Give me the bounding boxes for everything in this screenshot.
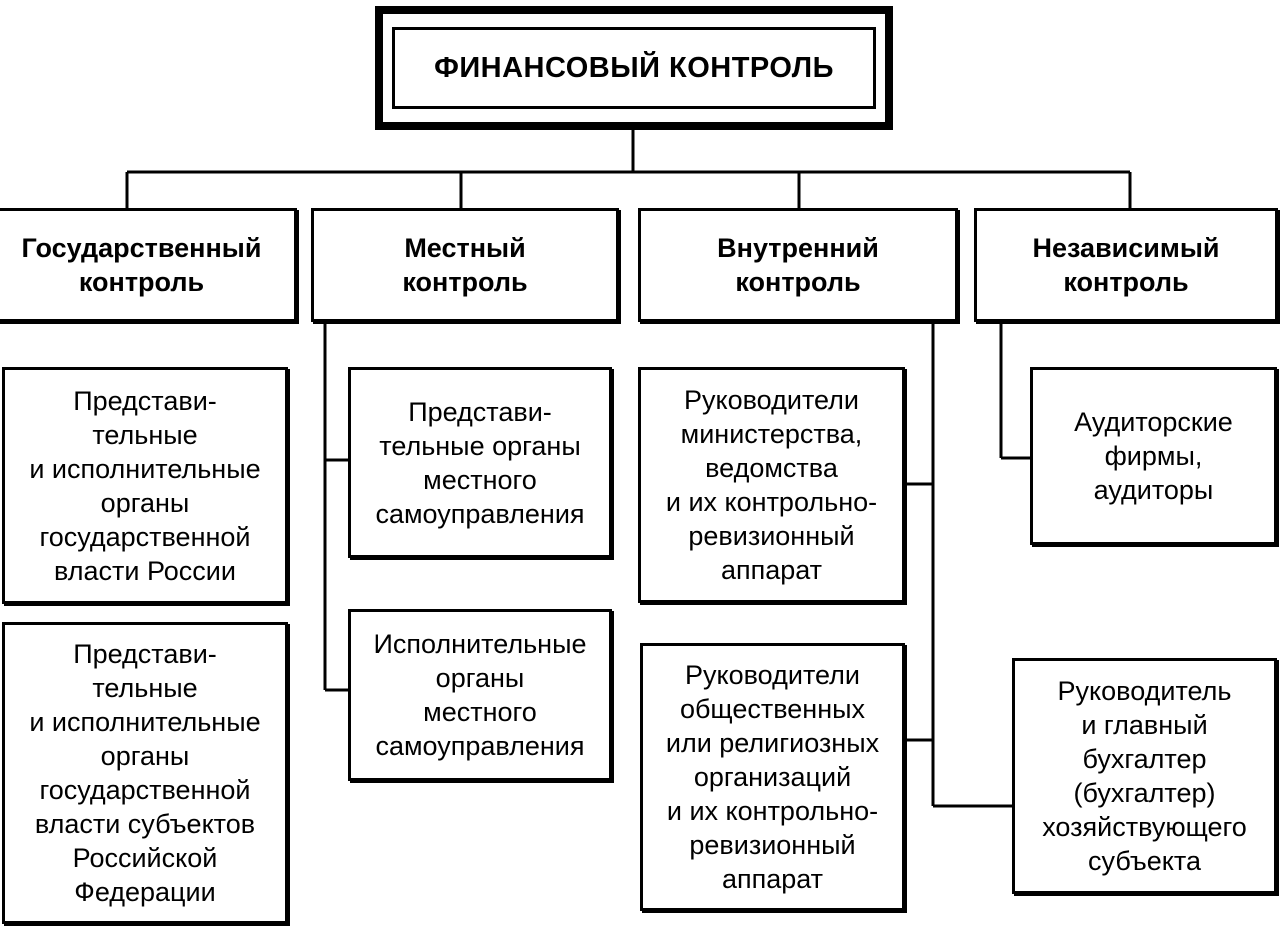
local-item-executive: Исполнительные органы местного самоуправ… xyxy=(348,609,612,781)
state-item-russia-text: Представи- тельные и исполнительные орга… xyxy=(29,385,261,586)
internal-item-organizations-text: Руководители общественных или религиозны… xyxy=(665,660,880,894)
category-independent-control: Независимый контроль xyxy=(974,208,1278,322)
category-state-control: Государственный контроль xyxy=(0,208,297,322)
category-independent-label: Независимый контроль xyxy=(1032,233,1220,297)
category-local-control: Местный контроль xyxy=(311,208,619,322)
category-internal-control: Внутренний контроль xyxy=(638,208,958,322)
diagram-title: ФИНАНСОВЫЙ КОНТРОЛЬ xyxy=(392,27,876,109)
internal-item-accountant: Руководитель и главный бухгалтер (бухгал… xyxy=(1012,658,1277,894)
local-item-representative: Представи- тельные органы местного самоу… xyxy=(348,367,612,558)
category-state-label: Государственный контроль xyxy=(21,233,262,297)
internal-item-accountant-text: Руководитель и главный бухгалтер (бухгал… xyxy=(1042,676,1247,876)
state-item-subjects: Представи- тельные и исполнительные орга… xyxy=(2,622,288,924)
local-item-representative-text: Представи- тельные органы местного самоу… xyxy=(375,396,585,529)
category-local-label: Местный контроль xyxy=(402,233,528,297)
internal-item-ministry-text: Руководители министерства, ведомства и и… xyxy=(665,385,878,585)
independent-item-auditors: Аудиторские фирмы, аудиторы xyxy=(1030,367,1277,545)
internal-item-ministry: Руководители министерства, ведомства и и… xyxy=(638,367,905,603)
state-item-russia: Представи- тельные и исполнительные орга… xyxy=(2,367,288,604)
local-item-executive-text: Исполнительные органы местного самоуправ… xyxy=(373,629,587,761)
internal-item-organizations: Руководители общественных или религиозны… xyxy=(640,643,905,911)
category-internal-label: Внутренний контроль xyxy=(717,233,879,297)
title-box: ФИНАНСОВЫЙ КОНТРОЛЬ xyxy=(375,6,893,130)
state-item-subjects-text: Представи- тельные и исполнительные орга… xyxy=(29,639,261,907)
independent-item-auditors-text: Аудиторские фирмы, аудиторы xyxy=(1074,407,1233,505)
